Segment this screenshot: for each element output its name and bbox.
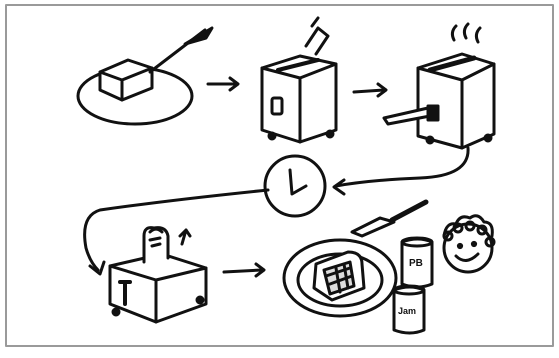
jam-jar-icon: Jam bbox=[394, 286, 424, 333]
clock-icon bbox=[265, 156, 325, 216]
plate-with-toast-icon bbox=[284, 240, 396, 316]
peanut-butter-jar-icon: PB bbox=[402, 238, 432, 287]
jar-label-pb: PB bbox=[409, 258, 423, 269]
jar-label-jam: Jam bbox=[398, 306, 416, 316]
